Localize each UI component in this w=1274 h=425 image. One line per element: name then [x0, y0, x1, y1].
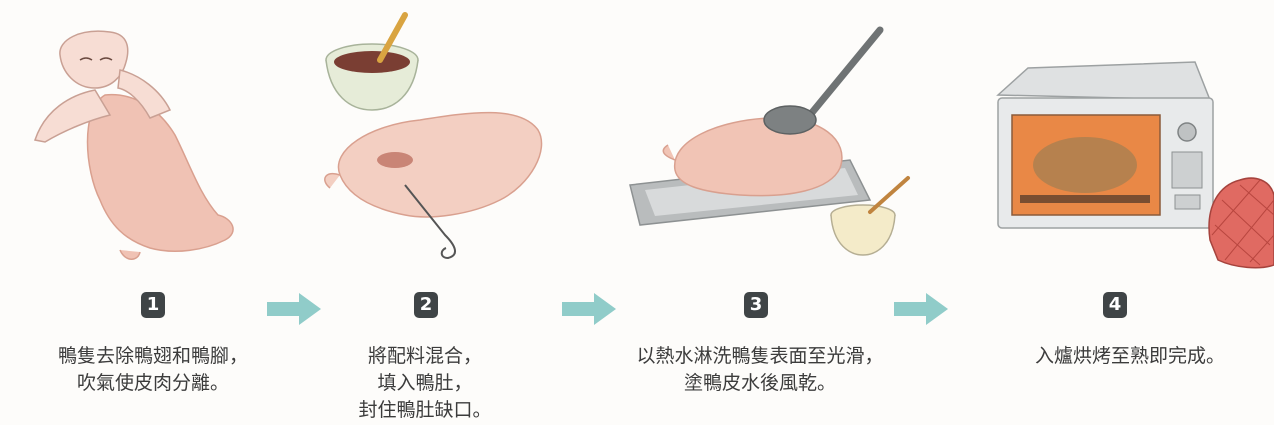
step-1-badge: 1 — [141, 292, 165, 318]
step-1-line-1: 鴨隻去除鴨翅和鴨腳， — [28, 343, 278, 370]
step-3-line-2: 塗鴨皮水後風乾。 — [600, 370, 920, 397]
step-2-caption: 將配料混合， 填入鴨肚， 封住鴨肚缺口。 — [330, 343, 520, 424]
ladle-icon — [764, 30, 880, 134]
step-2-line-3: 封住鴨肚缺口。 — [330, 397, 520, 424]
arrow-right-icon — [265, 290, 323, 328]
step-3-caption: 以熱水淋洗鴨隻表面至光滑， 塗鴨皮水後風乾。 — [600, 343, 920, 397]
duck-held-illustration — [35, 31, 233, 259]
step-2-badge: 2 — [414, 292, 438, 318]
seasoning-bowl-icon — [326, 15, 418, 110]
oven-illustration — [998, 62, 1213, 228]
duck-stuffed-illustration — [325, 113, 542, 258]
arrow-right-icon — [560, 290, 618, 328]
step-2-line-1: 將配料混合， — [330, 343, 520, 370]
step-3-badge: 3 — [744, 292, 768, 318]
step-4-line-1: 入爐烘烤至熟即完成。 — [1000, 343, 1260, 370]
step-4-badge: 4 — [1103, 292, 1127, 318]
step-1-line-2: 吹氣使皮肉分離。 — [28, 370, 278, 397]
illustrations — [0, 0, 1274, 290]
duck-on-tray-illustration — [663, 118, 842, 196]
arrow-right-icon — [892, 290, 950, 328]
oven-mitt-icon — [1209, 178, 1274, 268]
step-1-caption: 鴨隻去除鴨翅和鴨腳， 吹氣使皮肉分離。 — [28, 343, 278, 397]
step-3-line-1: 以熱水淋洗鴨隻表面至光滑， — [600, 343, 920, 370]
step-2-line-2: 填入鴨肚， — [330, 370, 520, 397]
step-4-caption: 入爐烘烤至熟即完成。 — [1000, 343, 1260, 370]
